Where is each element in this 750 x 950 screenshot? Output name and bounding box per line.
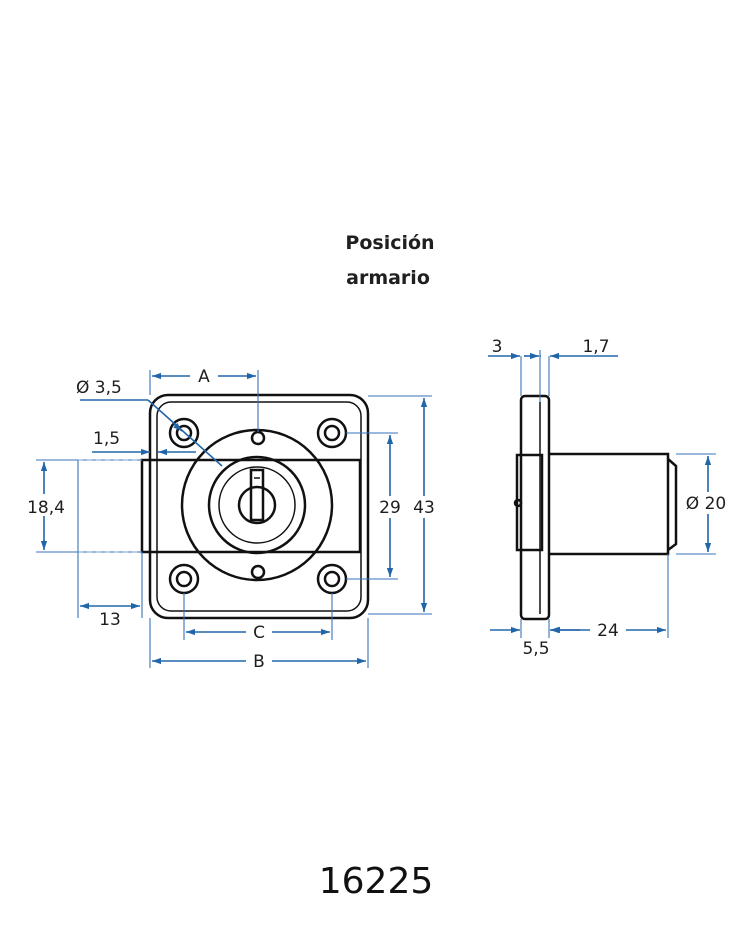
offset-label: 1,5 — [93, 429, 120, 449]
lock-cylinder-inner — [218, 466, 296, 544]
mounting-hole-bottom-left — [168, 563, 200, 595]
mounting-hole-bottom-right — [316, 563, 348, 595]
bolt-height-label: 18,4 — [27, 498, 65, 518]
flange-label: 5,5 — [522, 639, 549, 659]
lock-cylinder-ring — [207, 455, 307, 555]
hole-spacing-label: 29 — [379, 498, 401, 518]
side-view: 3 1,7 Ø 20 5,5 24 — [488, 337, 736, 659]
title-line-2: armario — [346, 267, 430, 289]
plate-thickness-label: 3 — [492, 337, 503, 357]
keyhole-ring — [237, 485, 277, 525]
dim-b-label: B — [253, 652, 265, 672]
cylinder-diameter-label: Ø 20 — [686, 494, 726, 514]
front-view: A Ø 3,5 1,5 18,4 13 C B 29 43 — [22, 364, 441, 672]
title-line-1: Posición — [345, 232, 434, 254]
side-pin — [513, 498, 523, 508]
hole-diameter-label: Ø 3,5 — [76, 378, 122, 398]
bolt-projection-label: 13 — [99, 610, 121, 630]
dim-a-label: A — [198, 367, 210, 387]
side-bolt — [515, 453, 544, 552]
keyway — [249, 468, 265, 522]
front-plate-outline — [148, 393, 370, 620]
product-code: 16225 — [319, 861, 434, 902]
side-plate — [519, 394, 551, 621]
dim-c-label: C — [253, 623, 265, 643]
cylinder-length-label: 24 — [597, 621, 619, 641]
lock-boss — [180, 428, 334, 582]
boss-top-mark — [250, 430, 266, 446]
plate-height-label: 43 — [413, 498, 435, 518]
step-label: 1,7 — [582, 337, 609, 357]
side-cylinder-cap — [667, 458, 678, 551]
boss-bottom-mark — [250, 564, 266, 580]
mounting-hole-top-right — [316, 417, 348, 449]
mounting-hole-top-left — [168, 417, 200, 449]
side-cylinder — [549, 452, 670, 556]
